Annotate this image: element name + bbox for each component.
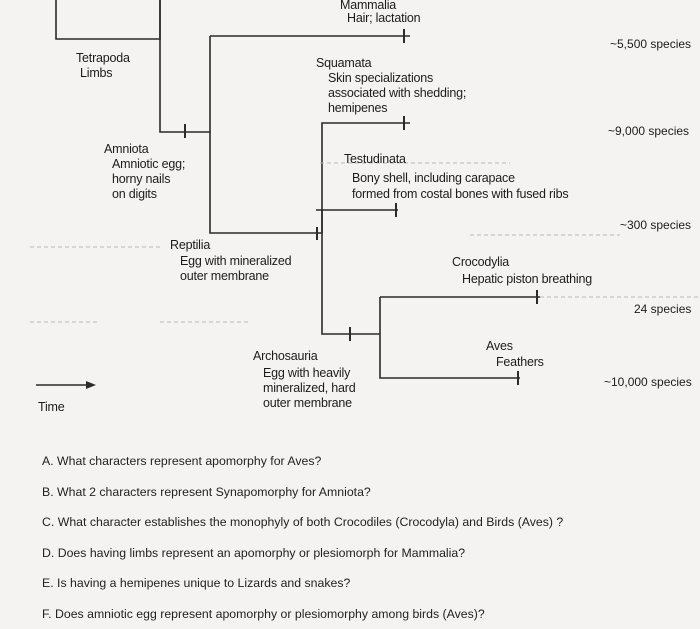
archosauria-character-2: mineralized, hard [263, 381, 355, 395]
question-e: E. Is having a hemipenes unique to Lizar… [42, 568, 563, 599]
archosauria-character-3: outer membrane [263, 396, 352, 410]
amniota-character-2: horny nails [112, 172, 170, 186]
squamata-character-1: Skin specializations [328, 71, 433, 85]
mammalia-species-count: ~5,500 species [610, 37, 691, 51]
squamata-character-3: hemipenes [328, 101, 387, 115]
branch-mammalia-base [56, 0, 160, 39]
crocodylia-species-count: 24 species [634, 302, 691, 316]
amniota-character-3: on digits [112, 187, 157, 201]
crocodylia-character: Hepatic piston breathing [462, 272, 592, 286]
aves-character: Feathers [496, 355, 544, 369]
crocodylia-clade-label: Crocodylia [452, 255, 509, 269]
question-list: A. What characters represent apomorphy f… [42, 446, 563, 629]
reptilia-character-1: Egg with mineralized [180, 254, 291, 268]
aves-clade-label: Aves [486, 339, 513, 353]
branch-amniota [160, 0, 322, 233]
testudinata-species-count: ~300 species [620, 218, 691, 232]
tetrapoda-character: Limbs [80, 66, 112, 80]
archosauria-clade-label: Archosauria [253, 349, 318, 363]
time-arrow [36, 381, 96, 389]
reptilia-clade-label: Reptilia [170, 238, 210, 252]
mammalia-character: Hair; lactation [347, 11, 420, 25]
question-c: C. What character establishes the monoph… [42, 507, 563, 538]
squamata-clade-label: Squamata [316, 56, 371, 70]
question-b: B. What 2 characters represent Synapomor… [42, 477, 563, 508]
question-d: D. Does having limbs represent an apomor… [42, 538, 563, 569]
squamata-species-count: ~9,000 species [608, 124, 689, 138]
reptilia-character-2: outer membrane [180, 269, 269, 283]
amniota-character-1: Amniotic egg; [112, 157, 185, 171]
amniota-clade-label: Amniota [104, 142, 148, 156]
question-f: F. Does amniotic egg represent apomorphy… [42, 599, 563, 629]
testudinata-clade-label: Testudinata [344, 152, 406, 166]
testudinata-character-2: formed from costal bones with fused ribs [352, 187, 568, 201]
archosauria-character-1: Egg with heavily [263, 366, 350, 380]
time-axis-label: Time [38, 400, 65, 414]
testudinata-character-1: Bony shell, including carapace [352, 171, 515, 185]
aves-species-count: ~10,000 species [604, 375, 692, 389]
squamata-character-2: associated with shedding; [328, 86, 466, 100]
branch-reptilia-lower [322, 233, 380, 334]
question-a: A. What characters represent apomorphy f… [42, 446, 563, 477]
tetrapoda-clade-label: Tetrapoda [76, 51, 130, 65]
